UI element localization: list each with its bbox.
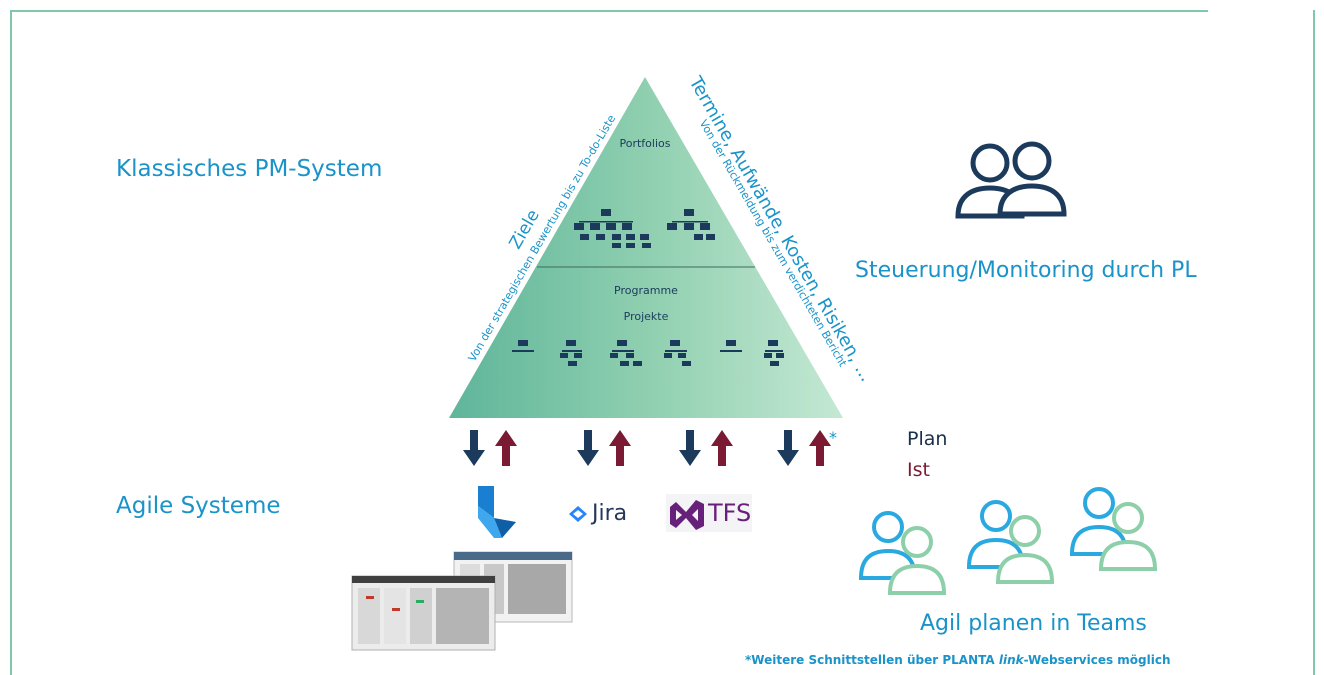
frame-border-top-left xyxy=(10,10,90,12)
plan-arrow-down-icon xyxy=(777,430,799,466)
project-hierarchy-icon-5 xyxy=(720,340,742,352)
project-hierarchy-icon-6 xyxy=(764,340,784,366)
ist-arrow-up-icon xyxy=(495,430,517,466)
portfolio-hierarchy-icon-2 xyxy=(667,209,715,240)
tfs-logo-icon xyxy=(670,500,704,530)
ist-arrow-up-icon xyxy=(809,430,831,466)
steering-monitoring-label: Steuerung/Monitoring durch PL xyxy=(855,258,1197,283)
portfolios-label: Portfolios xyxy=(620,137,671,150)
team-2-icon xyxy=(966,500,1055,584)
footnote-suffix: -Webservices möglich xyxy=(1023,653,1171,667)
frame-border-right xyxy=(1313,10,1315,675)
sync-arrows-4 xyxy=(777,430,831,466)
ist-arrow-up-icon xyxy=(609,430,631,466)
legend-ist: Ist xyxy=(907,459,930,481)
ist-arrow-up-icon xyxy=(711,430,733,466)
project-hierarchy-icon-3 xyxy=(610,340,642,366)
agile-board-screenshots xyxy=(351,551,573,651)
project-leads-icon xyxy=(955,141,1067,219)
sync-arrows-2 xyxy=(577,430,631,466)
tfs-label: TFS xyxy=(708,499,752,527)
projekte-label: Projekte xyxy=(624,310,669,323)
agile-systems-label: Agile Systeme xyxy=(116,493,281,519)
portfolio-hierarchy-icon-1 xyxy=(574,209,651,248)
plan-arrow-down-icon xyxy=(679,430,701,466)
classic-pm-label: Klassisches PM-System xyxy=(116,156,383,182)
frame-border-top xyxy=(88,10,1208,12)
asterisk-marker: * xyxy=(829,428,837,447)
programme-label: Programme xyxy=(614,284,678,297)
footnote-prefix: *Weitere Schnittstellen über PLANTA xyxy=(745,653,999,667)
team-3-icon xyxy=(1069,487,1158,571)
team-1-icon xyxy=(858,511,947,595)
jira-logo-icon xyxy=(569,506,587,522)
sync-arrows-3 xyxy=(679,430,733,466)
agile-teams-label: Agil planen in Teams xyxy=(920,611,1147,636)
sync-arrows-1 xyxy=(463,430,517,466)
agile-tool-logo-icon xyxy=(478,486,516,538)
plan-arrow-down-icon xyxy=(577,430,599,466)
footnote: *Weitere Schnittstellen über PLANTA link… xyxy=(745,653,1171,667)
jira-label: Jira xyxy=(592,501,628,526)
plan-arrow-down-icon xyxy=(463,430,485,466)
legend-plan: Plan xyxy=(907,428,948,450)
project-hierarchy-icon-1 xyxy=(512,340,534,352)
frame-border-left xyxy=(10,10,12,675)
project-hierarchy-icon-4 xyxy=(664,340,691,366)
footnote-italic: link xyxy=(998,653,1024,667)
project-hierarchy-icon-2 xyxy=(560,340,582,366)
